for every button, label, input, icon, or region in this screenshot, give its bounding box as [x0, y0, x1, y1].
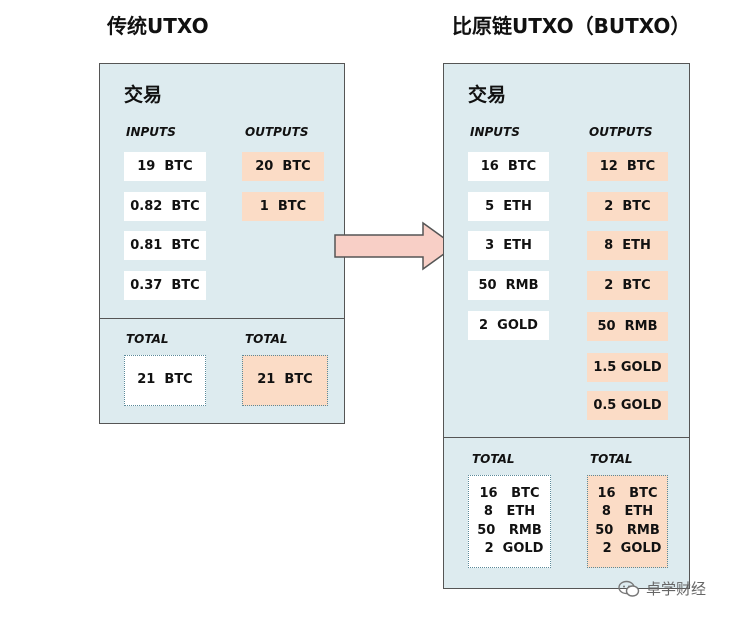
left-panel-title: 交易 — [124, 84, 163, 106]
watermark-text: 卓学财经 — [646, 580, 707, 598]
left-output-cell: 20 BTC — [242, 152, 324, 181]
right-heading: 比原链UTXO（BUTXO） — [452, 14, 691, 38]
right-inputs-label: INPUTS — [470, 125, 520, 139]
total-line: 2 GOLD — [593, 541, 662, 556]
right-total-in-label: TOTAL — [472, 452, 515, 466]
right-output-cell: 8 ETH — [587, 231, 668, 260]
right-input-cell: 50 RMB — [468, 271, 549, 300]
total-line: 8 ETH — [601, 504, 654, 519]
right-output-cell: 50 RMB — [587, 312, 668, 341]
total-line: 16 BTC — [479, 485, 540, 501]
wechat-icon — [618, 580, 640, 597]
total-line: 8 ETH — [483, 504, 536, 519]
right-input-cell: 5 ETH — [468, 192, 549, 221]
right-arrow-icon — [334, 221, 457, 271]
right-output-cell: 0.5 GOLD — [587, 391, 668, 420]
total-line: 50 RMB — [477, 522, 542, 538]
total-line: 50 RMB — [595, 522, 660, 538]
left-total-in-label: TOTAL — [126, 332, 169, 346]
right-panel-title: 交易 — [468, 84, 507, 106]
left-total-inputs: 21 BTC — [124, 355, 206, 406]
right-output-cell: 2 BTC — [587, 192, 668, 221]
left-heading: 传统UTXO — [107, 14, 209, 38]
total-line: 21 BTC — [137, 372, 193, 388]
left-output-cell: 1 BTC — [242, 192, 324, 221]
right-output-cell: 1.5 GOLD — [587, 353, 668, 382]
left-input-cell: 0.81 BTC — [124, 231, 206, 260]
total-line: 16 BTC — [597, 485, 658, 501]
left-total-out-label: TOTAL — [245, 332, 288, 346]
right-outputs-label: OUTPUTS — [589, 125, 653, 139]
left-inputs-label: INPUTS — [126, 125, 176, 139]
watermark: 卓学财经 — [618, 578, 706, 599]
total-line: 21 BTC — [257, 372, 313, 388]
right-input-cell: 16 BTC — [468, 152, 549, 181]
left-total-outputs: 21 BTC — [242, 355, 328, 406]
right-output-cell: 2 BTC — [587, 271, 668, 300]
right-total-out-label: TOTAL — [590, 452, 633, 466]
right-divider — [444, 437, 689, 438]
right-transaction-panel: 交易 INPUTS OUTPUTS 16 BTC 5 ETH 3 ETH 50 … — [443, 63, 690, 589]
right-total-inputs: 16 BTC 8 ETH 50 RMB 2 GOLD — [468, 475, 551, 568]
left-transaction-panel: 交易 INPUTS OUTPUTS 19 BTC 0.82 BTC 0.81 B… — [99, 63, 345, 424]
right-input-cell: 2 GOLD — [468, 311, 549, 340]
left-outputs-label: OUTPUTS — [245, 125, 309, 139]
left-input-cell: 19 BTC — [124, 152, 206, 181]
right-total-outputs: 16 BTC 8 ETH 50 RMB 2 GOLD — [587, 475, 668, 568]
right-input-cell: 3 ETH — [468, 231, 549, 260]
left-input-cell: 0.37 BTC — [124, 271, 206, 300]
left-input-cell: 0.82 BTC — [124, 192, 206, 221]
right-output-cell: 12 BTC — [587, 152, 668, 181]
total-line: 2 GOLD — [475, 541, 544, 556]
left-divider — [100, 318, 344, 319]
